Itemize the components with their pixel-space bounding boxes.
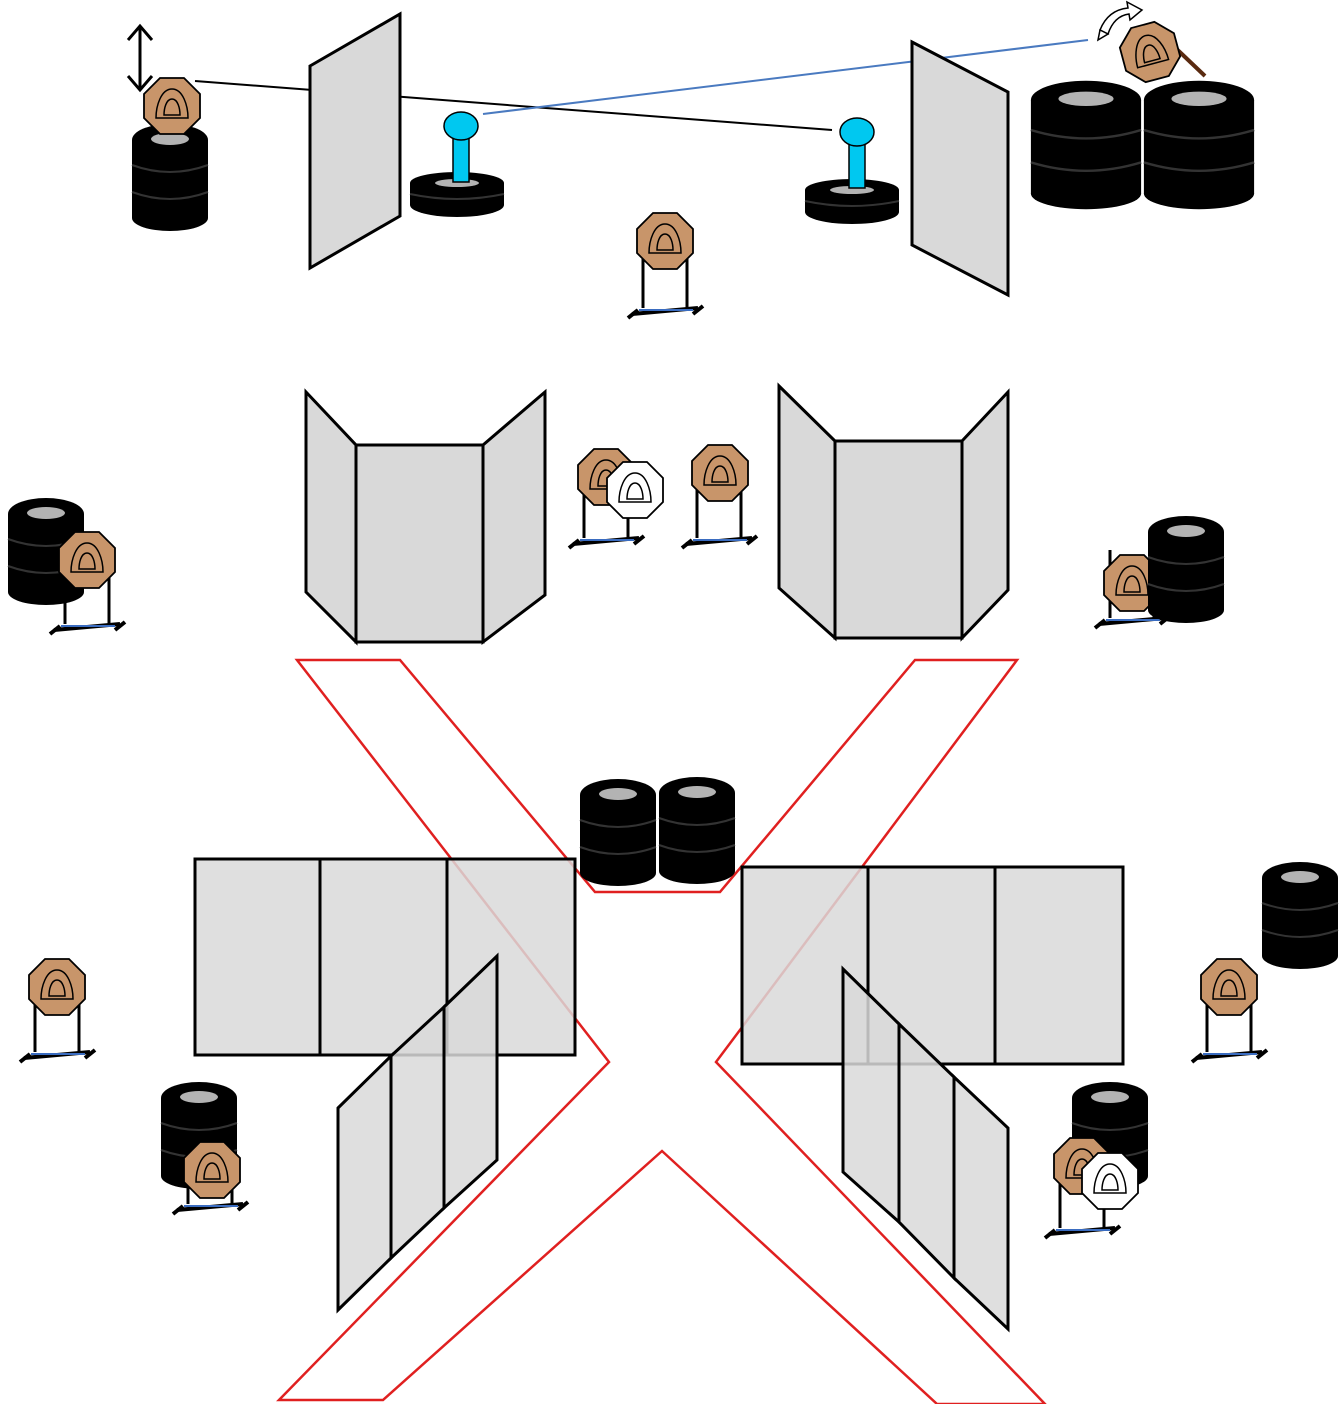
wall-panel (304, 388, 358, 646)
octagon-steel-target-icon (143, 77, 201, 135)
tire-stack-icon (1142, 79, 1256, 211)
wall-panel (777, 382, 837, 642)
tire-stack-icon (131, 123, 209, 232)
middle-section (7, 382, 1225, 646)
wall-panel (354, 443, 485, 644)
tire-stack-icon (1147, 515, 1225, 624)
octagon-steel-target-icon (28, 958, 86, 1016)
activator-paddle-icon (839, 117, 875, 189)
black-cable (194, 80, 833, 131)
octagon-steel-target-icon (1114, 16, 1186, 88)
wall-panel (481, 388, 547, 646)
tire-stack-icon (579, 778, 657, 887)
wall-panel (952, 1073, 1010, 1333)
tire-stack-icon (1261, 861, 1339, 970)
octagon-no-shoot-target-icon (606, 461, 664, 519)
blue-cable (482, 39, 1089, 115)
tire-stack-icon (1029, 79, 1143, 211)
fault-line (276, 658, 1047, 1404)
double-arrow-vertical-icon (126, 23, 154, 93)
octagon-steel-target-icon (183, 1141, 241, 1199)
wall-panel (960, 388, 1010, 642)
tire-stack-icon (658, 776, 736, 885)
wall-panel (193, 857, 322, 1057)
octagon-steel-target-icon (691, 444, 749, 502)
wall-panel (910, 39, 1010, 298)
activator-paddle-icon (443, 111, 479, 183)
wall-panel (308, 11, 402, 271)
wall-panel (833, 439, 964, 640)
curved-rotation-arrow-icon (1096, 0, 1144, 42)
wall-panel (993, 865, 1125, 1066)
top-section (126, 0, 1256, 320)
octagon-no-shoot-target-icon (1081, 1152, 1139, 1210)
wall-panel (336, 1052, 393, 1314)
octagon-steel-target-icon (1200, 958, 1258, 1016)
octagon-steel-target-icon (636, 212, 694, 270)
octagon-steel-target-icon (58, 531, 116, 589)
wall-panel (442, 952, 499, 1212)
bottom-section (18, 658, 1339, 1404)
